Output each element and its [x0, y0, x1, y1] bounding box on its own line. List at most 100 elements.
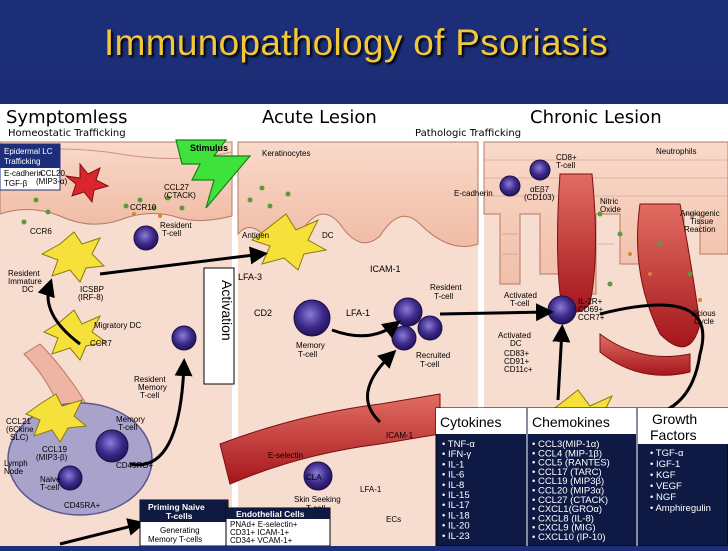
chemokine-item: • CCL17 (TARC) [532, 467, 602, 478]
psoriasis-diagram: Symptomless Acute Lesion Chronic Lesion … [0, 104, 728, 547]
angio-2: Tissue [690, 217, 714, 226]
cytokine-item: • IL-6 [442, 470, 464, 481]
icsbp-1: ICSBP [80, 285, 104, 294]
activated-dc-2: DC [510, 339, 522, 348]
priming-l4: Memory T-cells [148, 535, 202, 544]
growth-factor-item: • Amphiregulin [650, 503, 711, 514]
memory-tcell-2: T-cell [118, 423, 137, 432]
endothelial-r3: CD34+ VCAM-1+ [230, 536, 293, 545]
ecs-label: ECs [386, 515, 401, 524]
aeb7-2: (CD103) [524, 193, 555, 202]
antigen-label: Antigen [242, 231, 269, 240]
activated-tcell-1: Activated [504, 291, 537, 300]
stimulus-label: Stimulus [190, 143, 228, 153]
priming-l1: Priming Naive [148, 502, 205, 512]
lfa3-label: LFA-3 [238, 272, 262, 282]
lfa1-label: LFA-1 [346, 308, 370, 318]
priming-box: Priming Naive T-cells Generating Memory … [139, 499, 229, 547]
priming-l3: Generating [160, 526, 200, 535]
cd69-label: CD69+ [578, 305, 603, 314]
naive-1: Naive [40, 475, 61, 484]
activation-box [203, 267, 235, 385]
cytokine-item: • IL-23 [442, 531, 470, 542]
chemokine-item: • CCL19 (MIP3β) [532, 476, 604, 487]
chemokine-item: • CCL4 (MIP-1β) [532, 448, 602, 459]
ccl21-1: CCL21 [6, 417, 31, 426]
endothelial-box: Endothelial Cells PNAd+ E-selectin+ CD31… [225, 507, 331, 547]
icsbp-2: (IRF-8) [78, 293, 104, 302]
stage-symptomless: Symptomless [6, 107, 127, 128]
epidermal-lc-label-2: Trafficking [4, 157, 40, 166]
chemokine-item: • CCL27 (CTACK) [532, 495, 608, 506]
cd91-label: CD91+ [504, 357, 529, 366]
cd8-2: T-cell [556, 161, 575, 170]
ccl20-label-1: CCL20 [40, 169, 65, 178]
stage-acute: Acute Lesion [262, 107, 377, 128]
chemokines-title: Chemokines [532, 414, 610, 430]
lymph-2: Node [4, 467, 24, 476]
nitric-2: Oxide [600, 205, 621, 214]
resident-immature-3: DC [22, 285, 34, 294]
resident-immature-dc [40, 231, 106, 283]
growth-factor-item: • TGF-α [650, 448, 684, 459]
activation-label: Activation [219, 280, 235, 341]
icam1-vessel-label: ICAM-1 [386, 431, 414, 440]
ccr7-label: CCR7 [90, 339, 112, 348]
cd45ra-label: CD45RA+ [64, 501, 101, 510]
pathologic-label: Pathologic Trafficking [415, 128, 521, 139]
growth-factor-item: • NGF [650, 492, 676, 503]
growth-factor-item: • VEGF [650, 481, 682, 492]
nitric-1: Nitric [600, 197, 618, 206]
growth-title-1: Growth [652, 411, 697, 427]
resident-memory-1: Resident [134, 375, 166, 384]
ccl21-3: SLC) [10, 433, 29, 442]
cytokine-item: • IL-8 [442, 480, 464, 491]
angio-1: Angiogenic [680, 209, 720, 218]
cd45ro-label: CD45RO+ [116, 461, 153, 470]
priming-l2: T-cells [166, 511, 193, 521]
ecadherin-label: E-cadherin [4, 169, 43, 178]
t-cells [57, 159, 577, 491]
recruited-1: Recruited [416, 351, 450, 360]
lfa1-vessel-label: LFA-1 [360, 485, 382, 494]
activated-dc-1: Activated [498, 331, 531, 340]
memory-tcell-acute-2: T-cell [298, 350, 317, 359]
resident-tcell-1: Resident [160, 221, 192, 230]
stimulus-bolt: Stimulus [175, 139, 252, 209]
lymph-1: Lymph [4, 459, 28, 468]
ccl27-label-1: CCL27 [164, 183, 189, 192]
ccl27-label-2: (CTACK) [164, 191, 196, 200]
il2r-label: IL-2R+ [578, 297, 603, 306]
neutrophils-label: Neutrophils [656, 147, 696, 156]
cytokine-item: • IFN-γ [442, 449, 471, 460]
vicious-2: Cycle [694, 317, 715, 326]
chemokine-item: • CCL3(MIP-1α) [532, 439, 599, 450]
chemokine-item: • CCL5 (RANTES) [532, 458, 610, 469]
cytokine-item: • IL-15 [442, 490, 470, 501]
cd8-1: CD8+ [556, 153, 577, 162]
cytokine-item: • IL-1 [442, 459, 464, 470]
aeb7-1: αEβ7 [530, 185, 550, 194]
migratory-dc-label: Migratory DC [94, 321, 141, 330]
ccl20-label-2: (MIP3-α) [36, 177, 68, 186]
recruited-2: T-cell [420, 360, 439, 369]
cytokines-title: Cytokines [440, 414, 501, 430]
mediators-box: Cytokines Chemokines Growth Factors • TN… [435, 407, 728, 547]
naive-2: T-cell [40, 483, 59, 492]
cd2-label: CD2 [254, 308, 272, 318]
ccl21-2: (6Ckine [6, 425, 34, 434]
epidermal-lc-label-1: Epidermal LC [4, 147, 53, 156]
resident-acute-2: T-cell [434, 292, 453, 301]
resident-tcell-2: T-cell [162, 229, 181, 238]
slide-title: Immunopathology of Psoriasis [104, 22, 609, 63]
stage-chronic: Chronic Lesion [530, 107, 662, 128]
ecadherin-chronic: E-cadherin [454, 189, 493, 198]
ccr10-label: CCR10 [130, 203, 157, 212]
cytokine-item: • TNF-α [442, 439, 475, 450]
memory-tcell-acute-1: Memory [296, 341, 325, 350]
growth-factor-item: • IGF-1 [650, 459, 680, 470]
keratinocytes-label: Keratinocytes [262, 149, 310, 158]
dc-label: DC [322, 231, 334, 240]
chemokine-item: • CXCL9 (MIG) [532, 523, 596, 534]
ccl19-1: CCL19 [42, 445, 67, 454]
